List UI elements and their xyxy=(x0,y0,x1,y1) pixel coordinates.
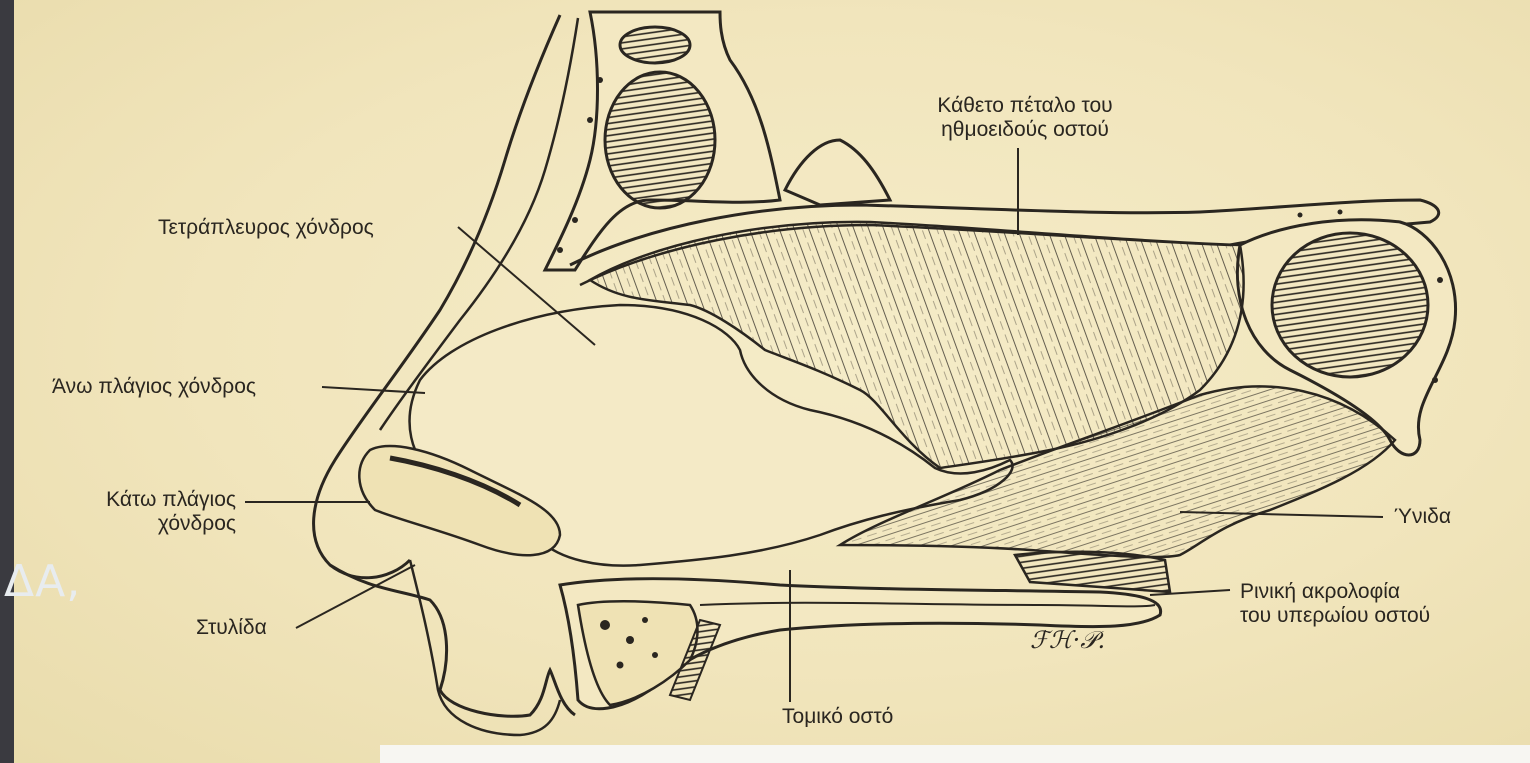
label-line: Ρινική ακρολοφία xyxy=(1240,580,1430,604)
bone-pore xyxy=(572,217,578,223)
label-lower-lateral-cartilage: Κάτω πλάγιος χόνδρος xyxy=(40,488,236,536)
bone-pore xyxy=(1338,210,1343,215)
bone-pore xyxy=(642,617,648,623)
frontal-sinus xyxy=(605,72,715,208)
label-line: χόνδρος xyxy=(40,512,236,536)
bone-pore xyxy=(617,662,624,669)
bone-pore xyxy=(652,652,658,658)
bone-pore xyxy=(600,620,610,630)
upper-lip-outline xyxy=(410,560,560,735)
label-quadrangular-cartilage: Τετράπλευρος χόνδρος xyxy=(158,216,374,240)
illustrator-signature: ℱℋ·𝒫. xyxy=(1030,626,1105,654)
columella xyxy=(330,565,575,716)
sphenoid-sinus xyxy=(1272,233,1428,377)
bone-pore xyxy=(557,247,563,253)
bone-pore xyxy=(626,636,634,644)
label-perpendicular-plate: Κάθετο πέταλο του ηθμοειδούς οστού xyxy=(885,94,1165,142)
bone-pore xyxy=(587,117,593,123)
label-upper-lateral-cartilage: Άνω πλάγιος χόνδρος xyxy=(52,375,256,399)
crista-galli xyxy=(785,140,890,205)
label-nasal-crest: Ρινική ακρολοφία του υπερωίου οστού xyxy=(1240,580,1430,628)
label-line: Κάτω πλάγιος xyxy=(40,488,236,512)
label-vomer: Ύνιδα xyxy=(1394,505,1451,529)
slide-bottom-bar xyxy=(380,745,1530,763)
label-incisive-bone: Τομικό οστό xyxy=(782,705,893,729)
bone-pore xyxy=(1437,277,1443,283)
label-line: Κάθετο πέταλο του xyxy=(885,94,1165,118)
slide-text-fragment: ΔΑ, xyxy=(4,556,81,607)
bone-pore xyxy=(597,77,603,83)
leader-columella xyxy=(296,565,415,628)
frontal-sinus-top xyxy=(620,27,690,63)
bone-pore xyxy=(1432,377,1438,383)
label-line: του υπερωίου οστού xyxy=(1240,604,1430,628)
label-columella: Στυλίδα xyxy=(196,616,267,640)
palatine-crest xyxy=(1015,552,1170,592)
label-line: ηθμοειδούς οστού xyxy=(885,118,1165,142)
bone-pore xyxy=(1298,213,1303,218)
